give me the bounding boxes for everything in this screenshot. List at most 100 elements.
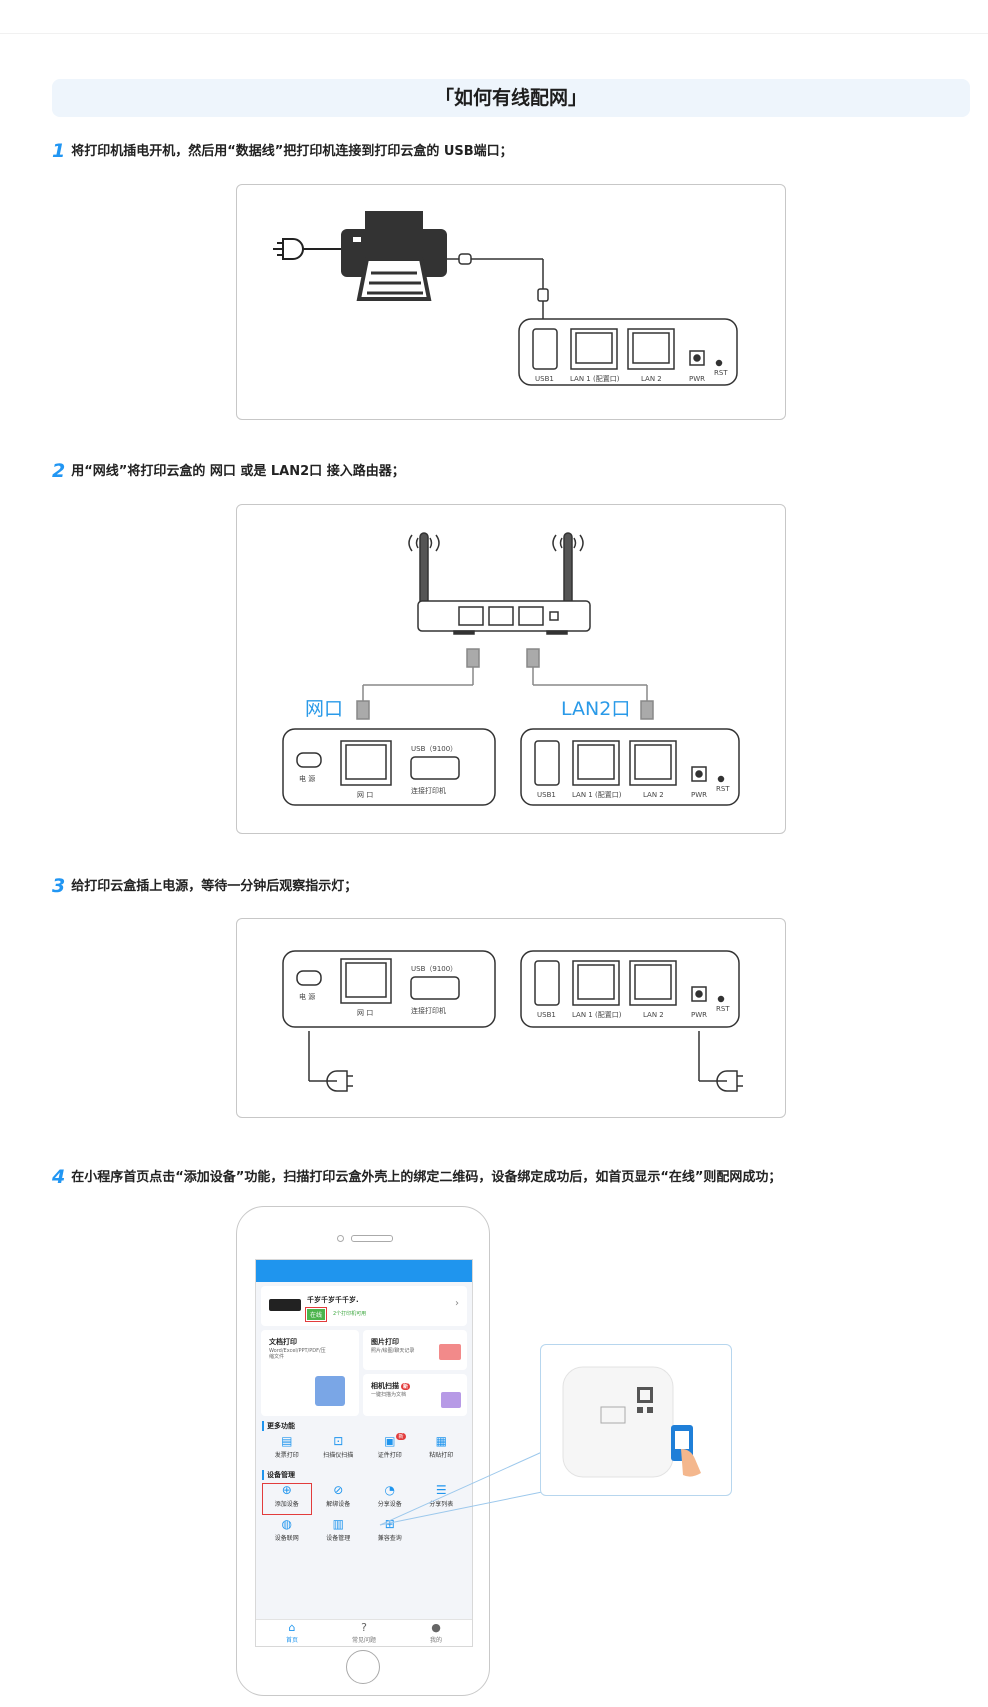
usb9100-label: USB（9100） bbox=[411, 965, 457, 973]
list-icon: ☰ bbox=[435, 1483, 447, 1497]
qr-scan-illustration bbox=[540, 1344, 732, 1496]
lan2-label: LAN 2 bbox=[641, 375, 662, 383]
document-icon bbox=[315, 1376, 345, 1406]
camera-icon bbox=[337, 1235, 344, 1242]
mgmt-item-2[interactable]: ◔ 分享设备 bbox=[364, 1482, 416, 1516]
doc-print-card[interactable]: 文档打印 Word/Excel/PPT/PDF/压缩文件 bbox=[261, 1330, 359, 1416]
rst-label: RST bbox=[716, 785, 730, 793]
qr-code-icon bbox=[637, 1387, 653, 1413]
bottom-tab-bar: ⌂首页?常见问题●我的 bbox=[256, 1619, 472, 1646]
step-3-diagram: 电 源 网 口 USB（9100） 连接打印机 USB1 LAN 1 (配置口)… bbox=[236, 918, 786, 1118]
scanner-icon: ⊡ bbox=[333, 1434, 344, 1448]
speaker-grille bbox=[351, 1235, 393, 1242]
power-plug-icon bbox=[308, 1031, 353, 1092]
more-functions-grid: ▤发票打印⊡扫描仪扫描▣证件打印新▦粘贴打印 bbox=[261, 1433, 467, 1467]
mgmt-item-5[interactable]: ▥ 设备管理 bbox=[313, 1516, 365, 1550]
power-label: 电 源 bbox=[299, 774, 315, 783]
feature-cards: 文档打印 Word/Excel/PPT/PDF/压缩文件 图片打印 照片/绘图/… bbox=[261, 1330, 467, 1418]
more-item-1[interactable]: ⊡ 扫描仪扫描 bbox=[313, 1433, 365, 1467]
top-divider bbox=[0, 33, 988, 34]
grid-item-label: 设备管理 bbox=[326, 1535, 351, 1542]
tab-2[interactable]: ●我的 bbox=[400, 1620, 472, 1646]
rst-label: RST bbox=[716, 1005, 730, 1013]
step-text: 用“网线”将打印云盒的 网口 或是 LAN2口 接入路由器； bbox=[71, 464, 405, 479]
lan2-callout: LAN2口 bbox=[561, 698, 630, 720]
more-item-2[interactable]: ▣证件打印新 bbox=[364, 1433, 416, 1467]
print-box-front bbox=[282, 728, 496, 806]
print-box-thumbnail bbox=[269, 1299, 301, 1311]
mgmt-item-6[interactable]: ⊞兼容查询 bbox=[364, 1516, 416, 1550]
card-title: 图片打印 bbox=[371, 1338, 399, 1346]
device-card[interactable]: 千岁千岁千千岁. 在线 2个打印机可用 › bbox=[261, 1286, 467, 1326]
image-icon bbox=[439, 1344, 461, 1360]
pwr-label: PWR bbox=[689, 375, 705, 383]
print-box-back bbox=[520, 728, 740, 806]
router-icon bbox=[408, 532, 591, 635]
add-circle-icon: ⊕ bbox=[281, 1483, 292, 1497]
more-functions-title: 更多功能 bbox=[262, 1421, 466, 1431]
more-item-3[interactable]: ▦ 粘贴打印 bbox=[416, 1433, 468, 1467]
device-name: 千岁千岁千千岁. bbox=[307, 1296, 359, 1304]
step-number: 1 bbox=[52, 140, 66, 162]
camera-scan-card[interactable]: 相机扫描新 一键扫描为文档 bbox=[363, 1374, 467, 1416]
grid-item-label: 证件打印 bbox=[377, 1452, 402, 1459]
pwr-label: PWR bbox=[691, 1011, 707, 1019]
home-button bbox=[346, 1650, 380, 1684]
new-badge: 新 bbox=[396, 1433, 406, 1440]
hand-icon bbox=[681, 1449, 701, 1477]
tab-label: 常见问题 bbox=[351, 1637, 376, 1644]
chevron-right-icon: › bbox=[455, 1298, 459, 1309]
more-item-0[interactable]: ▤发票打印 bbox=[261, 1433, 313, 1467]
grid-item-label: 粘贴打印 bbox=[429, 1452, 454, 1459]
camera-icon bbox=[441, 1392, 461, 1408]
paste-icon: ▦ bbox=[435, 1434, 447, 1448]
lan2-label: LAN 2 bbox=[643, 791, 664, 799]
card-desc: 照片/绘图/聊天记录 bbox=[371, 1348, 415, 1354]
power-label: 电 源 bbox=[299, 992, 315, 1001]
user-icon: ● bbox=[431, 1621, 441, 1634]
grid-item-label: 扫描仪扫描 bbox=[323, 1452, 354, 1459]
unlink-icon: ⊘ bbox=[333, 1483, 344, 1497]
grid-item-label: 分享设备 bbox=[377, 1501, 402, 1508]
rst-label: RST bbox=[714, 369, 728, 377]
page-title: 「如何有线配网」 bbox=[52, 79, 970, 117]
grid-item-label: 发票打印 bbox=[274, 1452, 299, 1459]
image-print-card[interactable]: 图片打印 照片/绘图/聊天记录 bbox=[363, 1330, 467, 1370]
netport-label: 网 口 bbox=[357, 791, 373, 799]
connect-printer-label: 连接打印机 bbox=[411, 786, 446, 795]
card-desc: 一键扫描为文档 bbox=[371, 1392, 407, 1398]
tab-label: 首页 bbox=[285, 1637, 298, 1644]
connect-printer-label: 连接打印机 bbox=[411, 1006, 446, 1015]
app-header-bar bbox=[256, 1260, 472, 1282]
device-management-grid: ⊕添加设备 ⊘ 解绑设备 ◔ 分享设备 ☰ 分享列表 ◍设备联网 ▥ 设备管理 ⊞兼容查询 bbox=[261, 1482, 467, 1550]
phone-mockup: 千岁千岁千千岁. 在线 2个打印机可用 › 文档打印 Word/Excel/PP… bbox=[236, 1206, 490, 1696]
step-1-diagram: USB1 LAN 1 (配置口) LAN 2 PWR RST bbox=[236, 184, 786, 420]
device-management-title: 设备管理 bbox=[262, 1470, 466, 1480]
grid-item-label: 兼容查询 bbox=[377, 1535, 402, 1542]
usb1-label: USB1 bbox=[537, 1011, 556, 1019]
power-plug-icon bbox=[273, 238, 341, 260]
mgmt-item-1[interactable]: ⊘ 解绑设备 bbox=[313, 1482, 365, 1516]
step-number: 2 bbox=[52, 460, 66, 482]
card-title: 文档打印 bbox=[269, 1338, 297, 1346]
mgmt-item-3[interactable]: ☰ 分享列表 bbox=[416, 1482, 468, 1516]
lan1-label: LAN 1 (配置口) bbox=[572, 791, 622, 799]
netport-label: 网 口 bbox=[357, 1009, 373, 1017]
grid-item-label: 分享列表 bbox=[429, 1501, 454, 1508]
tab-0[interactable]: ⌂首页 bbox=[256, 1620, 328, 1646]
mgmt-item-4[interactable]: ◍设备联网 bbox=[261, 1516, 313, 1550]
device-manage-icon: ▥ bbox=[332, 1517, 344, 1531]
print-box-front bbox=[282, 950, 496, 1028]
share-icon: ◔ bbox=[384, 1483, 395, 1497]
usb1-label: USB1 bbox=[535, 375, 554, 383]
mgmt-item-0[interactable]: ⊕添加设备 bbox=[261, 1482, 313, 1516]
power-plug-icon bbox=[698, 1031, 743, 1092]
status-badge: 在线 bbox=[304, 1307, 328, 1322]
usb9100-label: USB（9100） bbox=[411, 745, 457, 753]
grid-item-label: 解绑设备 bbox=[326, 1501, 351, 1508]
step-2: 2 用“网线”将打印云盒的 网口 或是 LAN2口 接入路由器； bbox=[52, 460, 405, 482]
tab-1[interactable]: ?常见问题 bbox=[328, 1620, 400, 1646]
usb1-label: USB1 bbox=[537, 791, 556, 799]
